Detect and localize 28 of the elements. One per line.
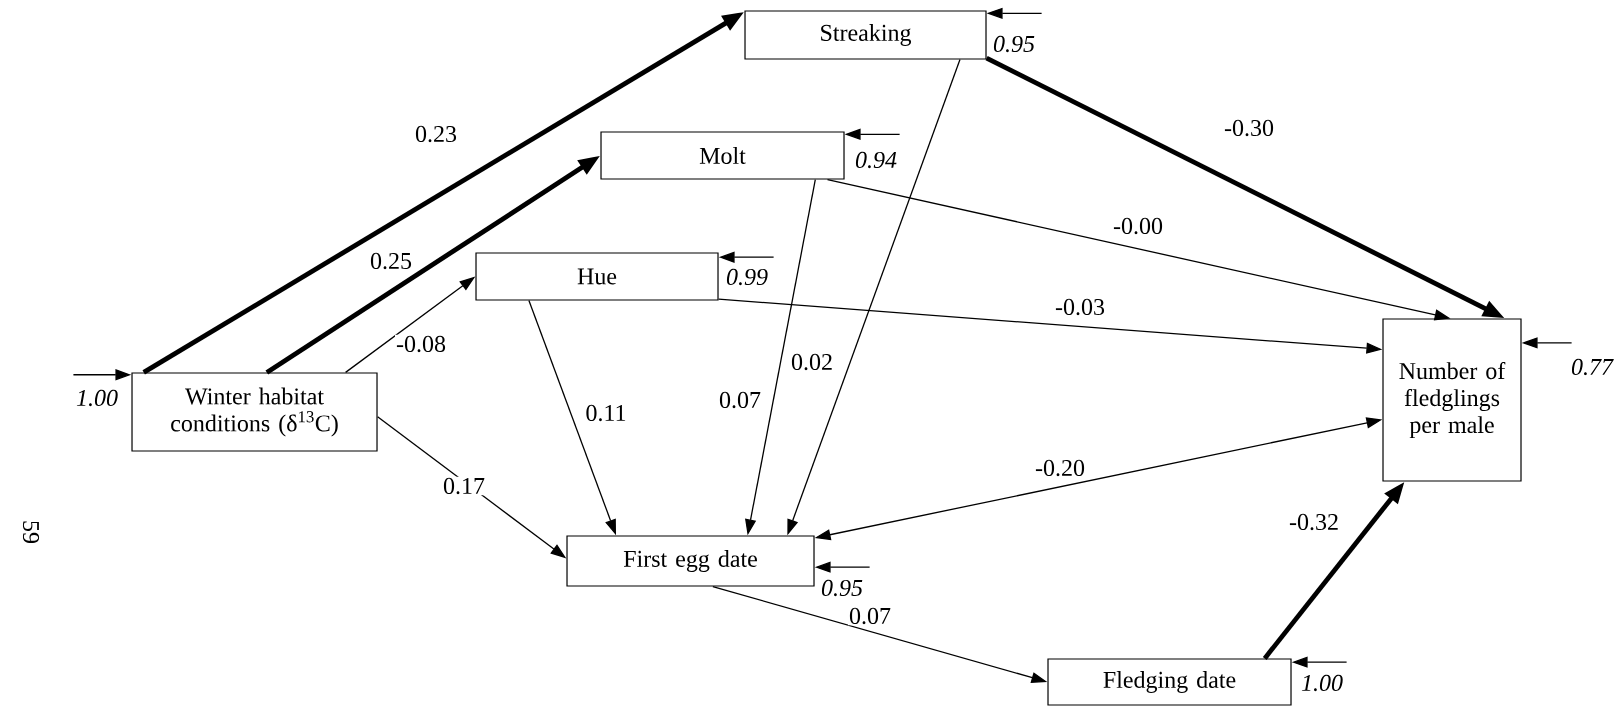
path-coefficient: -0.32 [1288,512,1340,532]
path-coefficient: 0.07 [848,606,892,626]
variable-box: Hue [475,252,719,301]
variable-box: Fledging date [1047,658,1292,706]
variable-box: Streaking [744,10,987,60]
variable-box: Number of fledglings per male [1382,318,1522,482]
error-value: 0.95 [993,35,1035,53]
page-number: 59 [22,521,40,543]
path-coefficient: -0.20 [1034,458,1086,478]
path-coefficient: 0.11 [584,403,628,423]
variable-box: Molt [600,131,845,180]
path-coefficient: -0.03 [1054,297,1106,317]
path-coefficient: 0.17 [442,476,486,496]
error-value: 0.95 [821,579,863,597]
path-coefficient: -0.08 [395,334,447,354]
path-coefficient: 0.02 [790,352,834,372]
variable-box: Winter habitat conditions (δ$^{13}$C) [131,372,378,452]
path-coefficient: 0.23 [414,124,458,144]
path-coefficient: -0.30 [1223,118,1275,138]
path-coefficient: -0.00 [1112,216,1164,236]
error-value: 0.77 [1571,358,1614,376]
error-value: 0.94 [855,151,897,169]
error-value: 1.00 [1301,674,1343,692]
error-value: 0.99 [726,268,768,286]
variable-box: First egg date [566,535,815,587]
error-value: 1.00 [76,389,118,407]
path-coefficient: 0.25 [369,251,413,271]
path-coefficient: 0.07 [718,390,762,410]
